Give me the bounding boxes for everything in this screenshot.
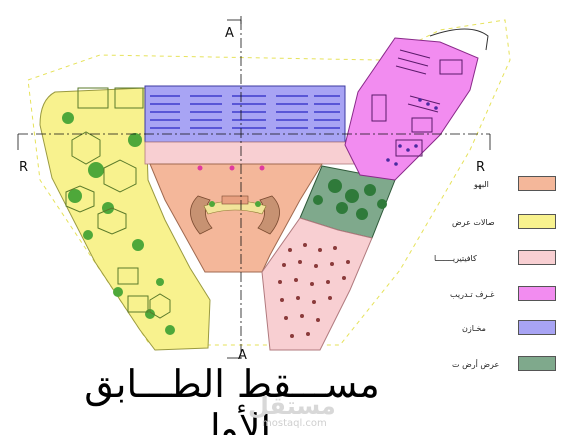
- outdoor-exhibition-trees: [313, 179, 387, 220]
- legend-label-training-rooms: غـرف تـدريب: [450, 290, 495, 299]
- exhibition-wing-left: [39, 87, 211, 351]
- section-line-r: [17, 133, 491, 150]
- legend-label-outdoor-exhibition: عرض أرض ت: [452, 360, 500, 369]
- training-rooms-wing: [344, 37, 479, 181]
- section-r-right-label: R: [476, 160, 486, 175]
- legend-swatch-lobby: [518, 176, 556, 191]
- legend-label-exhibition-halls: صالات عرض: [452, 218, 495, 227]
- left-wing-display-stands: [65, 87, 171, 319]
- section-r-left-label: R: [19, 160, 29, 175]
- cafeteria-tables: [278, 243, 350, 338]
- plan-title: مســـقط الطـــابق الأول: [84, 362, 380, 435]
- watermark-logo: مستقل: [248, 392, 336, 420]
- lobby-features: [190, 165, 280, 235]
- section-a-top-label: A: [225, 26, 234, 41]
- canopy-outline: [429, 28, 489, 51]
- watermark-url: mostaql.com: [262, 418, 327, 429]
- legend-swatch-training-rooms: [518, 286, 556, 301]
- legend-label-cafeteria: كافيتيريـــــــا: [434, 254, 477, 263]
- section-a-bottom-label: A: [238, 348, 247, 363]
- training-rooms-seats: [386, 98, 438, 166]
- section-line-a: [227, 16, 242, 360]
- training-rooms-furniture: [371, 49, 463, 157]
- legend-swatch-cafeteria: [518, 250, 556, 265]
- legend-swatch-storage: [518, 320, 556, 335]
- legend-label-lobby: البهو: [474, 180, 489, 189]
- legend-label-storage: مخـازن: [462, 324, 486, 333]
- site-boundary: [27, 19, 511, 346]
- corridor: [144, 141, 376, 165]
- legend-swatch-exhibition-halls: [518, 214, 556, 229]
- storage-band: [144, 85, 346, 143]
- legend-swatch-outdoor-exhibition: [518, 356, 556, 371]
- storage-shelving: [150, 95, 340, 129]
